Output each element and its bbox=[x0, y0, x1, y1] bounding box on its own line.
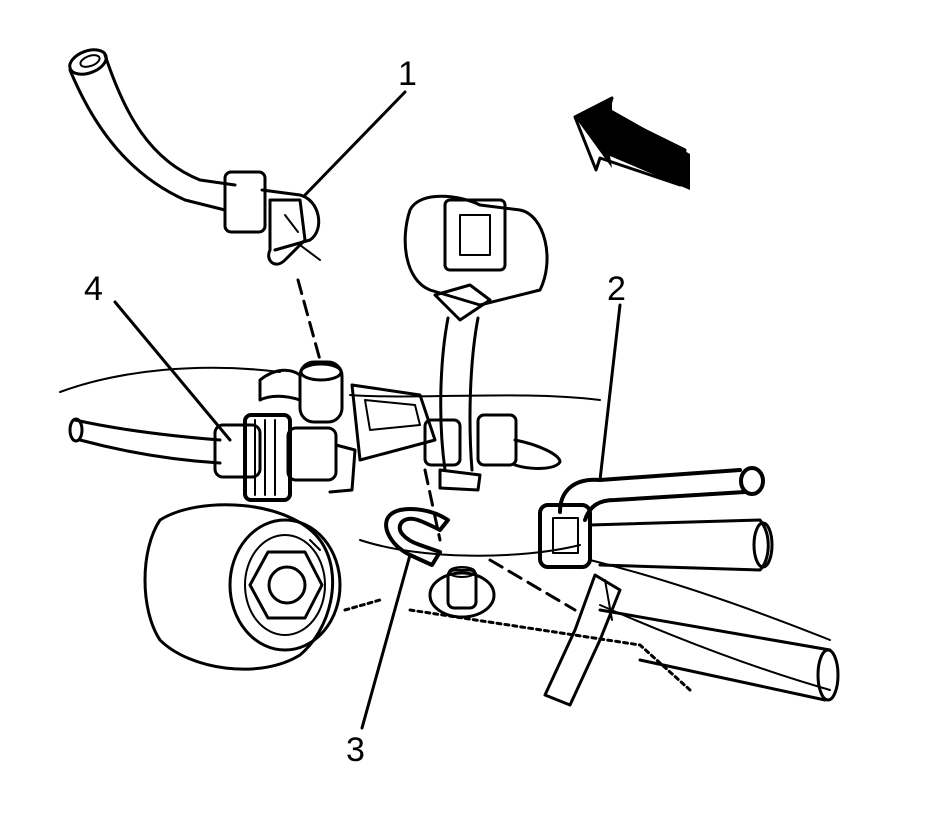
left-hose bbox=[68, 413, 357, 502]
leader-lines bbox=[113, 90, 622, 730]
pulley bbox=[143, 503, 342, 671]
center-connector bbox=[403, 194, 562, 492]
callout-3-label: 3 bbox=[346, 731, 365, 769]
callout-4-label: 4 bbox=[84, 270, 103, 308]
right-hose bbox=[538, 466, 774, 572]
alignment-lines bbox=[296, 278, 577, 612]
lower-spigot bbox=[428, 566, 496, 619]
tee-fitting bbox=[258, 360, 437, 462]
direction-arrow bbox=[573, 96, 690, 190]
callout-1-label: 1 bbox=[398, 55, 417, 93]
retaining-clip bbox=[384, 507, 450, 567]
upper-hose bbox=[68, 48, 321, 266]
callout-2-label: 2 bbox=[607, 270, 626, 308]
engine-outline bbox=[59, 366, 831, 691]
lower-right-hose bbox=[343, 573, 840, 707]
